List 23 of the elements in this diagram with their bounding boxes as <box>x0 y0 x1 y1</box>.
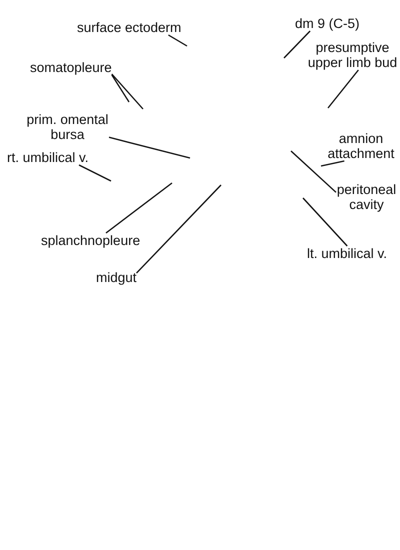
leader-line <box>320 160 344 167</box>
part-label: dm 9 (C-5) <box>295 16 360 31</box>
part-label: midgut <box>96 270 137 285</box>
leader-line <box>78 164 112 182</box>
leader-line <box>284 30 311 58</box>
leader-line <box>106 182 172 234</box>
part-label: somatopleure <box>30 60 112 75</box>
part-label: splanchnopleure <box>41 233 140 248</box>
leader-line <box>111 74 130 102</box>
leader-line <box>302 198 348 246</box>
part-label: peritoneal cavity <box>336 182 397 212</box>
leader-line <box>168 34 188 47</box>
leader-line <box>328 70 359 108</box>
part-label: surface ectoderm <box>77 20 182 35</box>
leader-line <box>108 136 190 159</box>
part-label: rt. umbilical v. <box>7 150 89 165</box>
part-label: lt. umbilical v. <box>307 246 388 261</box>
part-label: amnion attachment <box>327 131 395 161</box>
leader-line <box>111 74 144 110</box>
part-label: presumptive upper limb bud <box>307 40 398 70</box>
leader-line <box>290 150 336 193</box>
part-label: prim. omental bursa <box>26 112 109 142</box>
leader-line <box>136 184 222 274</box>
